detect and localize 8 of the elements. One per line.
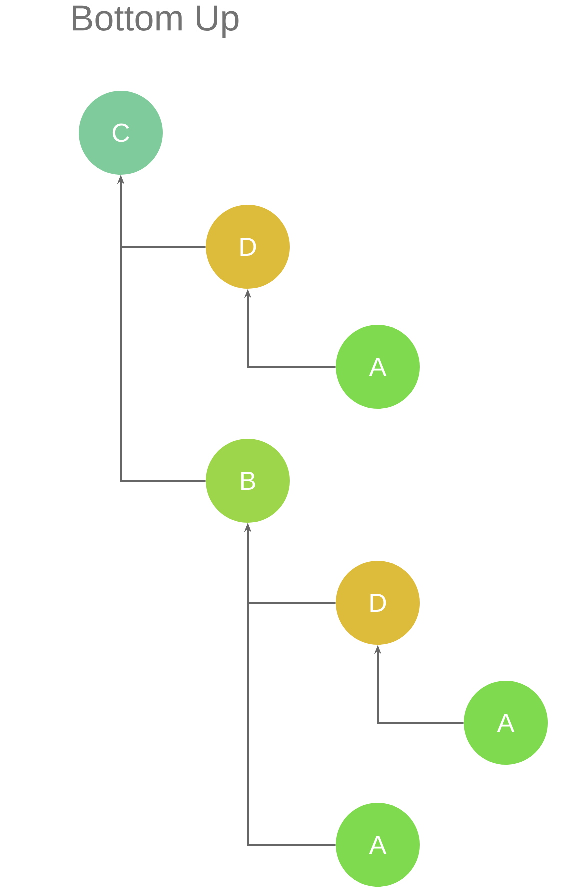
circle-node: A: [336, 803, 420, 887]
circle-node: D: [206, 205, 290, 289]
circle-node: B: [206, 439, 290, 523]
circle-node: A: [464, 681, 548, 765]
circle-node: D: [336, 561, 420, 645]
title: Bottom Up: [73, 6, 239, 38]
circle-node: A: [336, 325, 420, 409]
circle-node: C: [79, 91, 163, 175]
